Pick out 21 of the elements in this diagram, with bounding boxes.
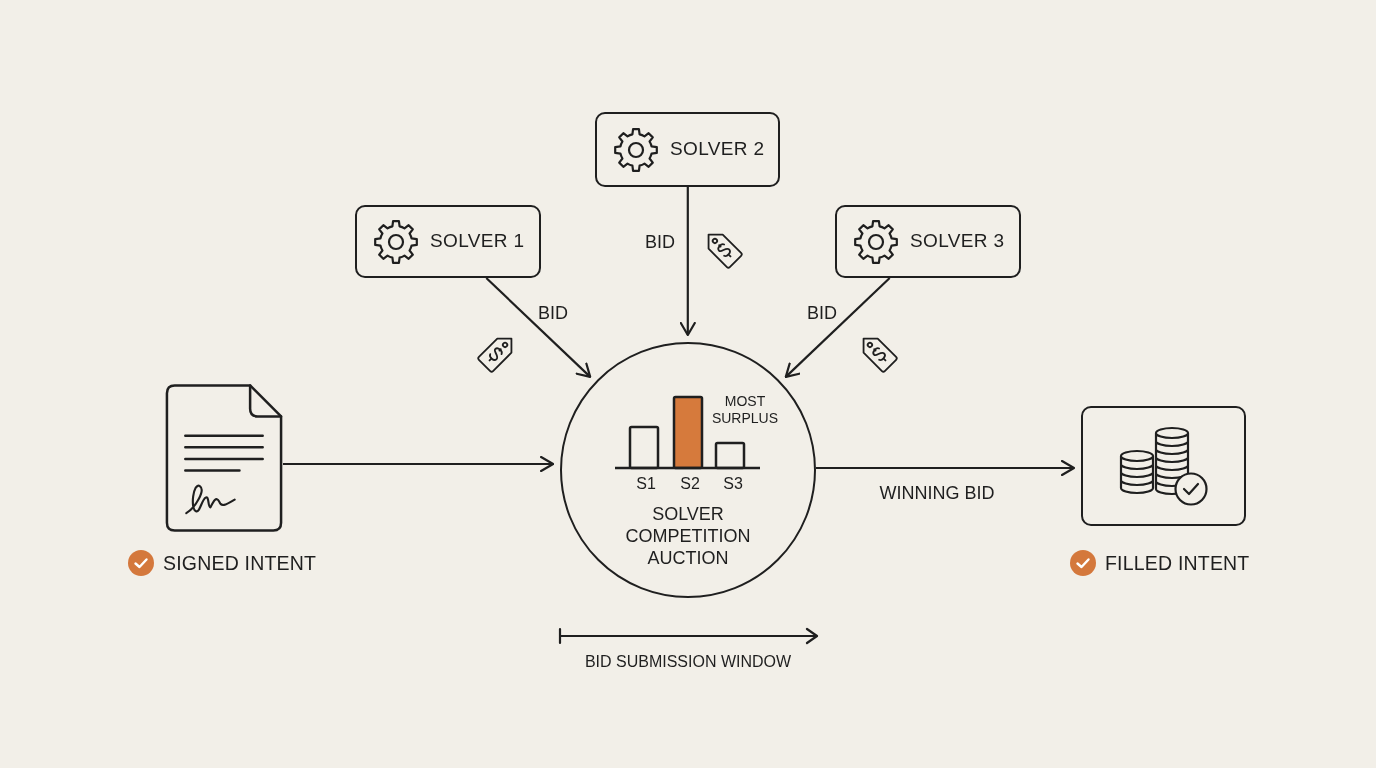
- result-box: [1081, 406, 1246, 526]
- solver-box: [355, 205, 541, 278]
- bar-label: S3: [723, 474, 743, 493]
- bar-label: S1: [636, 474, 656, 493]
- node-title: SOLVER COMPETITION AUCTION: [624, 503, 752, 569]
- node-caption: FILLED INTENT: [1105, 551, 1250, 576]
- arrow: [485, 277, 592, 378]
- solver-box: [595, 112, 780, 187]
- solver-box: [835, 205, 1021, 278]
- bar-label: S2: [680, 474, 700, 493]
- arrow: [679, 187, 696, 337]
- annotation-text: MOST SURPLUS: [710, 393, 780, 427]
- node-caption: SIGNED INTENT: [163, 551, 317, 576]
- node-label: SOLVER 2: [670, 137, 765, 162]
- dimension-label: BID SUBMISSION WINDOW: [584, 652, 792, 672]
- arrow: [816, 459, 1076, 477]
- arrow: [784, 277, 891, 378]
- node-label: SOLVER 3: [910, 229, 1005, 254]
- node-label: SOLVER 1: [430, 229, 525, 254]
- arrow: [283, 455, 555, 473]
- document-drawing: [165, 383, 283, 533]
